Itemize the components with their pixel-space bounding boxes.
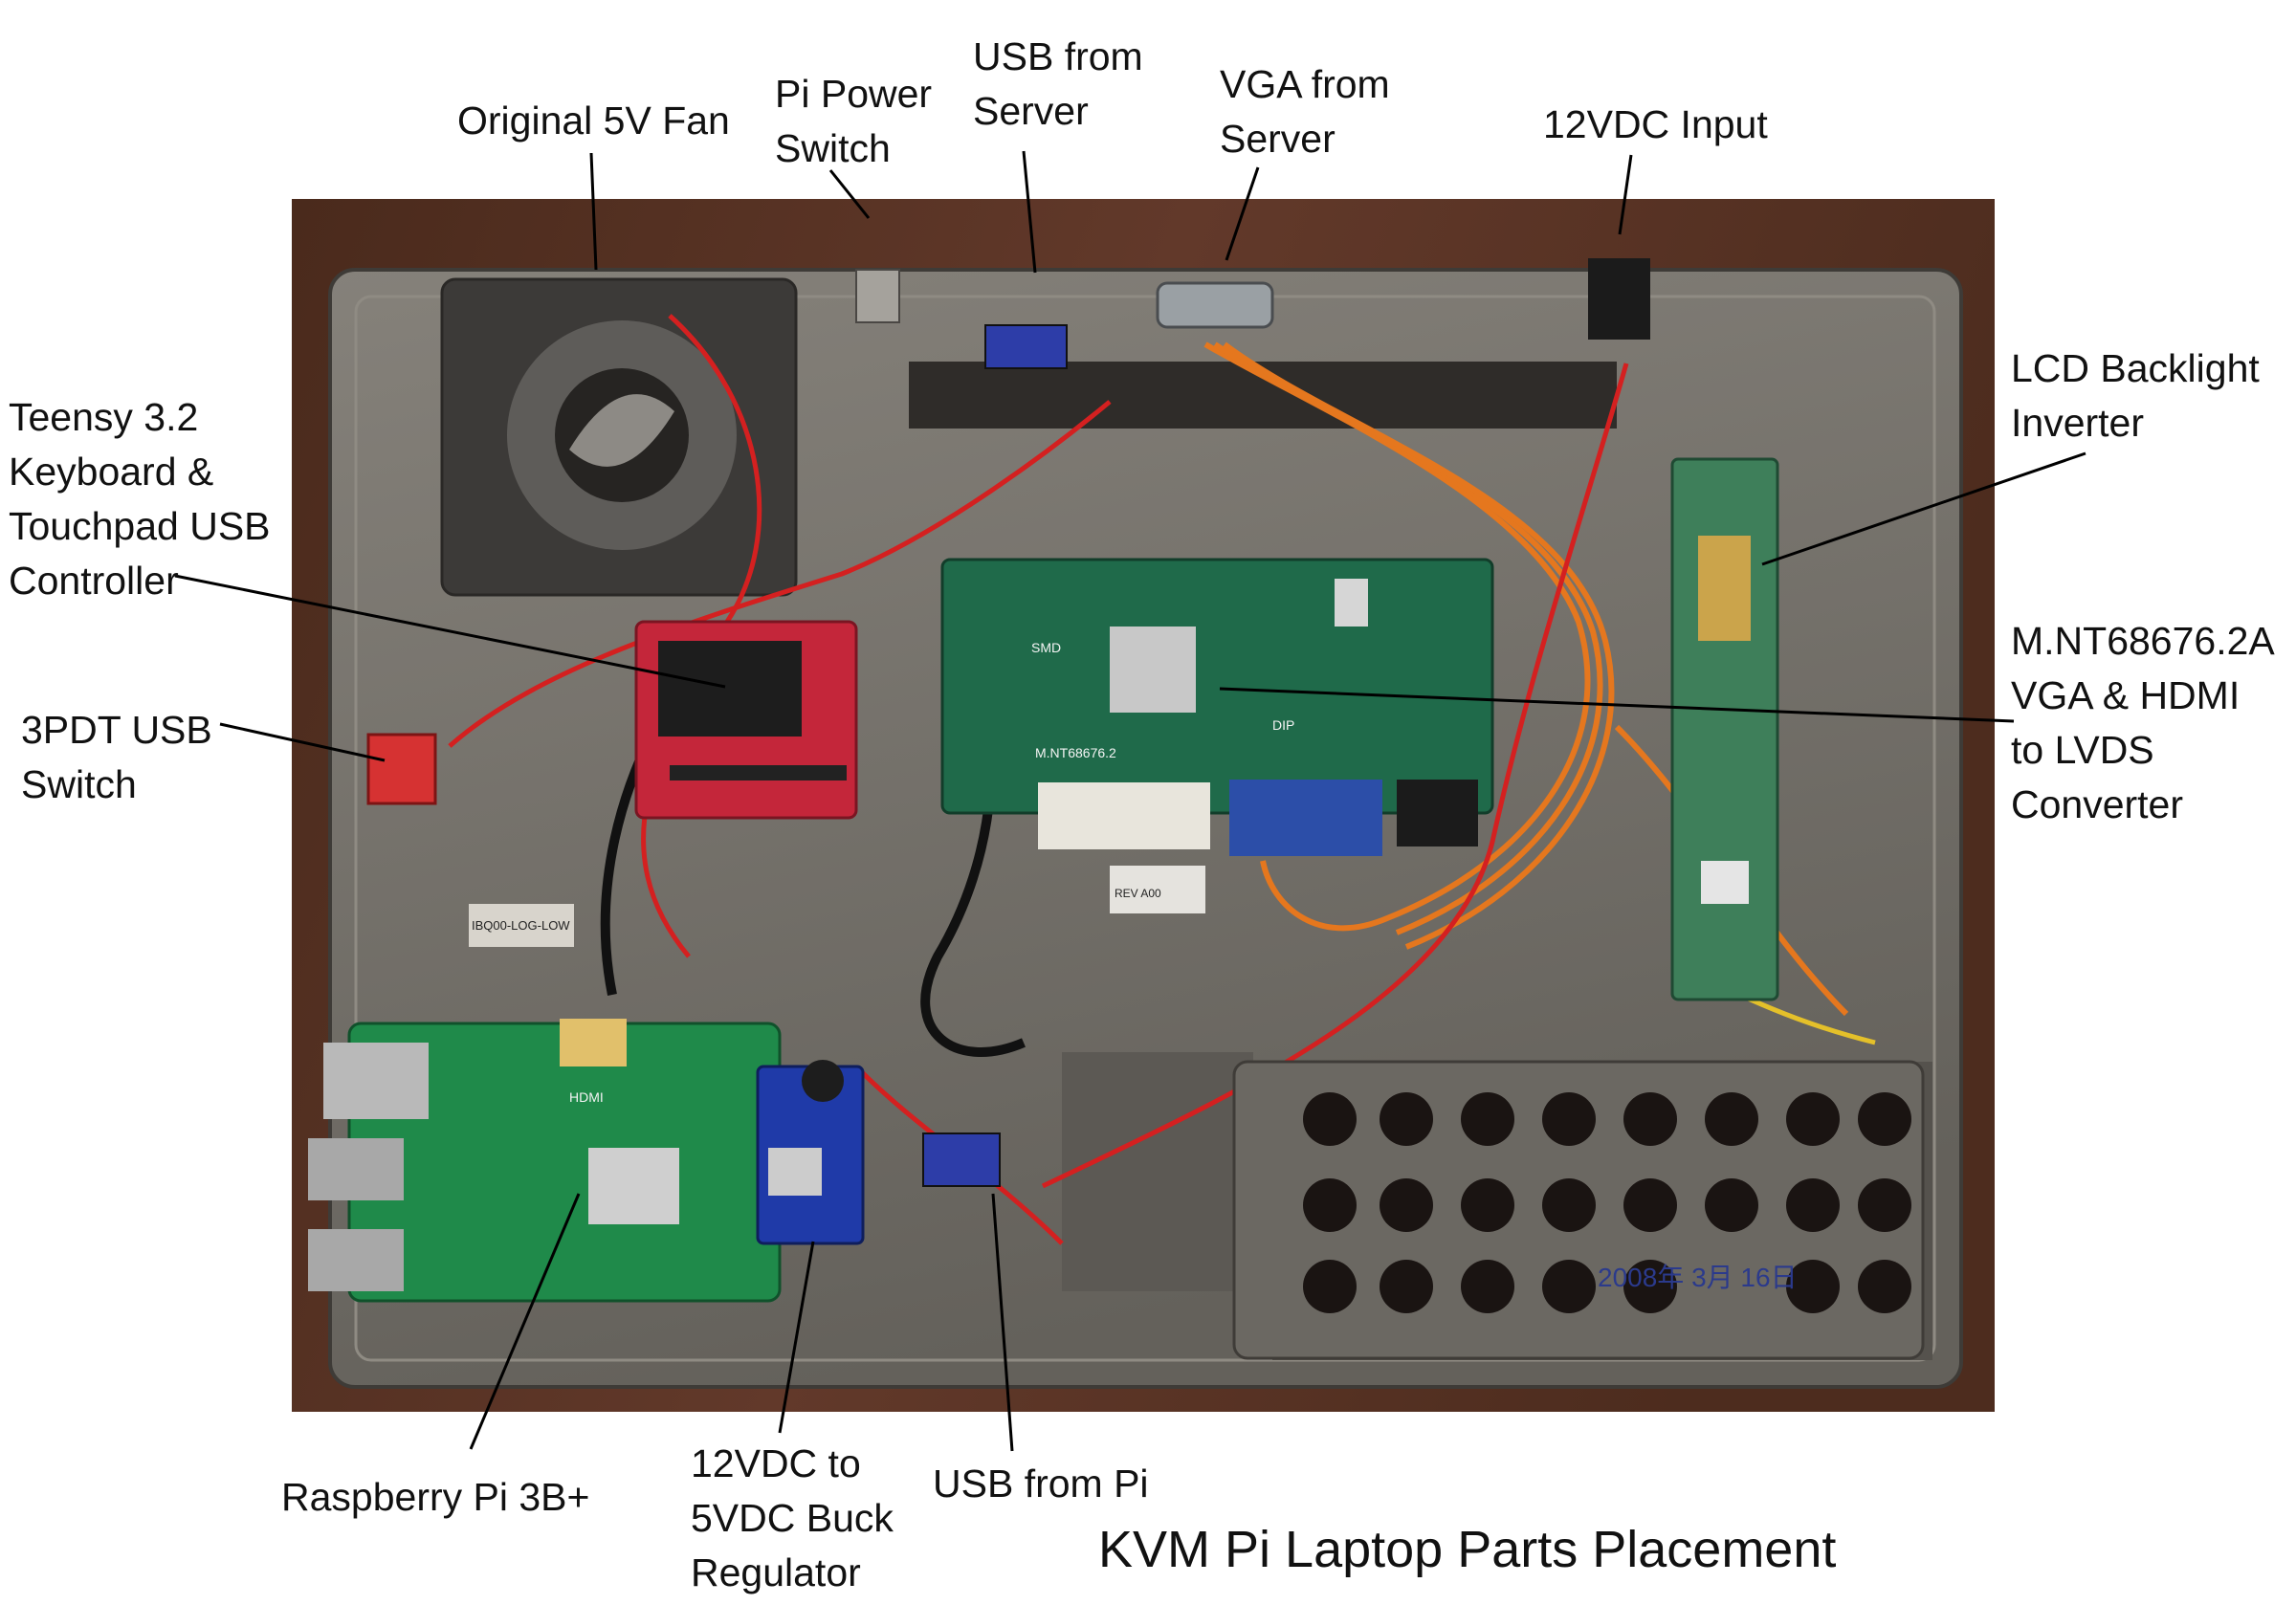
dip-marking: DIP — [1272, 717, 1294, 733]
leader-usb-switch — [219, 722, 386, 762]
sticker-label — [469, 904, 574, 947]
card-cage: 2008年 3月 16日 — [1232, 1060, 1925, 1360]
pi-power-toggle — [855, 269, 900, 323]
label-original-fan: Original 5V Fan — [457, 99, 730, 143]
fan-unit — [440, 277, 798, 597]
lvds-board-marking: M.NT68676.2 — [1035, 745, 1116, 760]
leader-vga-server — [1225, 166, 1260, 261]
label-pi-power-switch: Pi Power Switch — [775, 72, 933, 170]
usb-breakout-server — [984, 324, 1068, 369]
label-teensy-controller: Teensy 3.2 Keyboard & Touchpad USB Contr… — [9, 395, 271, 603]
label-lcd-backlight-inverter: LCD Backlight Inverter — [2011, 346, 2260, 445]
label-buck-regulator: 12VDC to 5VDC Buck Regulator — [691, 1441, 894, 1594]
rev-text: REV A00 — [1115, 887, 1161, 900]
label-raspberry-pi: Raspberry Pi 3B+ — [281, 1475, 590, 1519]
vga-input-connector — [1156, 281, 1274, 329]
smd-marking: SMD — [1031, 640, 1061, 655]
pi-hdmi-marking: HDMI — [569, 1089, 604, 1105]
leader-fan — [589, 152, 598, 271]
leader-usb-server — [1022, 150, 1037, 274]
leader-pi — [469, 1193, 581, 1450]
diagram-title: KVM Pi Laptop Parts Placement — [1098, 1521, 1837, 1578]
label-lvds-converter: M.NT68676.2A VGA & HDMI to LVDS Converte… — [2011, 619, 2275, 826]
buck-regulator-board — [756, 1060, 865, 1245]
sticker-text: IBQ00-LOG-LOW — [472, 918, 570, 933]
leader-lines — [174, 150, 2086, 1452]
usb-switch-body — [366, 733, 437, 805]
leader-power-switch — [828, 169, 871, 219]
label-usb-from-server: USB from Server — [973, 34, 1143, 133]
dc-input-jack — [1588, 258, 1650, 340]
leader-lvds — [1219, 687, 2015, 723]
leader-buck — [778, 1241, 815, 1434]
usb-breakout-pi — [922, 1132, 1001, 1187]
lcd-backlight-inverter — [1670, 457, 1779, 1001]
label-vga-from-server: VGA from Server — [1220, 62, 1390, 161]
leader-usb-pi — [991, 1193, 1014, 1452]
leader-teensy — [174, 574, 726, 689]
leader-dc-input — [1618, 154, 1633, 235]
label-12vdc-input: 12VDC Input — [1543, 102, 1768, 146]
raspberry-pi-board: HDMI — [308, 1019, 782, 1303]
label-usb-from-pi: USB from Pi — [933, 1462, 1149, 1506]
lvds-converter-board: M.NT68676.2 SMD DIP — [940, 558, 1494, 856]
rev-sticker — [1110, 866, 1205, 913]
label-3pdt-usb-switch: 3PDT USB Switch — [21, 708, 212, 806]
leader-inverter — [1761, 451, 2086, 566]
teensy-adapter-board — [634, 620, 858, 820]
date-stamp: 2008年 3月 16日 — [1598, 1263, 1798, 1292]
